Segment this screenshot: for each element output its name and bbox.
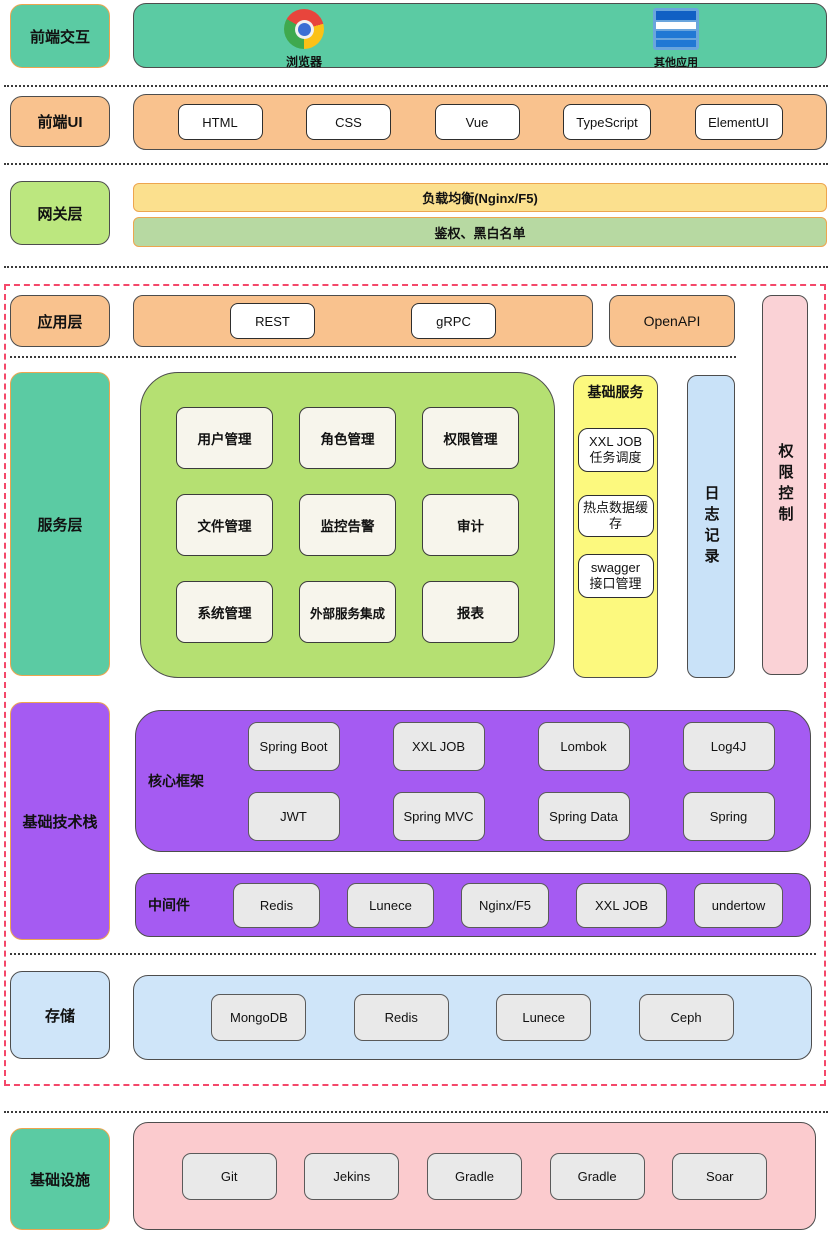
other-app: 其他应用 (644, 8, 708, 70)
layer-label-application: 应用层 (10, 295, 110, 347)
openapi-box: OpenAPI (609, 295, 735, 347)
separator-line (4, 266, 828, 268)
tech-box-typescript: TypeScript (563, 104, 651, 140)
core-box-spring-mvc: Spring MVC (392, 791, 485, 841)
core-box-spring-boot: Spring Boot (247, 721, 340, 771)
log-record-label: 日志记录 (702, 484, 720, 569)
app-window-icon-row (656, 40, 696, 47)
application-panel: REST gRPC (133, 295, 593, 347)
infra-box-git: Git (181, 1152, 277, 1200)
core-box-spring: Spring (682, 791, 775, 841)
storage-box-ceph: Ceph (638, 994, 734, 1041)
layer-label-storage: 存储 (10, 971, 110, 1059)
app-window-icon-row (656, 22, 696, 29)
api-box-rest: REST (230, 303, 315, 339)
core-framework-label: 核心框架 (148, 773, 204, 789)
core-platform-boundary (4, 284, 826, 1086)
core-box-log4j: Log4J (682, 721, 775, 771)
middleware-panel: 中间件 Redis Lunece Nginx/F5 XXL JOB undert… (135, 873, 811, 937)
infrastructure-panel: Git Jekins Gradle Gradle Soar (133, 1122, 816, 1230)
tech-box-vue: Vue (434, 104, 520, 140)
log-record-column: 日志记录 (687, 375, 735, 678)
core-box-lombok: Lombok (537, 721, 630, 771)
separator-line (10, 356, 736, 358)
core-box-xxl-job: XXL JOB (392, 721, 485, 771)
app-window-icon-titlebar (656, 11, 696, 20)
separator-line (10, 953, 816, 955)
storage-panel: MongoDB Redis Lunece Ceph (133, 975, 812, 1060)
separator-line (4, 85, 828, 87)
middleware-box-undertow: undertow (694, 882, 783, 928)
service-box-permission-mgmt: 权限管理 (422, 407, 519, 469)
storage-box-redis: Redis (353, 994, 449, 1041)
separator-line (4, 163, 828, 165)
separator-line (4, 1111, 828, 1113)
frontend-ui-panel: HTML CSS Vue TypeScript ElementUI (133, 94, 827, 150)
middleware-box-nginx-f5: Nginx/F5 (461, 882, 549, 928)
frontend-interaction-panel: 浏览器 其他应用 (133, 3, 827, 70)
layer-label-infrastructure: 基础设施 (10, 1128, 110, 1230)
storage-box-mongodb: MongoDB (211, 994, 307, 1041)
service-box-report: 报表 (422, 581, 519, 643)
permission-control-column: 权限控制 (762, 295, 808, 675)
layer-label-frontend-ui: 前端UI (10, 96, 110, 147)
base-service-swagger: swagger 接口管理 (577, 554, 654, 598)
storage-box-lunece: Lunece (496, 994, 592, 1041)
service-box-file-mgmt: 文件管理 (176, 494, 273, 556)
middleware-box-lunece: Lunece (347, 882, 434, 928)
permission-control-label: 权限控制 (776, 443, 794, 527)
layer-label-frontend-interaction: 前端交互 (10, 4, 110, 68)
chrome-icon (284, 9, 324, 49)
infra-box-gradle-1: Gradle (426, 1152, 522, 1200)
core-box-jwt: JWT (247, 791, 340, 841)
other-app-label: 其他应用 (654, 57, 698, 69)
browser-app: 浏览器 (274, 9, 334, 70)
core-box-spring-data: Spring Data (537, 791, 630, 841)
middleware-box-xxl-job: XXL JOB (576, 882, 667, 928)
service-box-system-mgmt: 系统管理 (176, 581, 273, 643)
layer-label-service: 服务层 (10, 372, 110, 676)
chrome-icon-core (297, 22, 311, 36)
tech-box-html: HTML (177, 104, 263, 140)
api-box-grpc: gRPC (411, 303, 496, 339)
layer-label-gateway: 网关层 (10, 181, 110, 245)
tech-box-css: CSS (306, 104, 391, 140)
service-box-role-mgmt: 角色管理 (299, 407, 396, 469)
infra-box-soar: Soar (672, 1152, 768, 1200)
service-modules-grid: 用户管理 角色管理 权限管理 文件管理 监控告警 审计 系统管理 外部服务集成 … (140, 372, 555, 678)
service-box-monitor-alert: 监控告警 (299, 494, 396, 556)
app-window-icon (653, 8, 699, 50)
middleware-box-redis: Redis (233, 882, 320, 928)
base-services-title: 基础服务 (587, 384, 644, 400)
chrome-icon-hub (294, 19, 314, 39)
service-box-external-integration: 外部服务集成 (299, 581, 396, 643)
service-box-audit: 审计 (422, 494, 519, 556)
service-box-user-mgmt: 用户管理 (176, 407, 273, 469)
base-service-hot-cache: 热点数据缓存 (577, 495, 654, 537)
layer-label-tech-stack: 基础技术栈 (10, 702, 110, 940)
core-framework-grid: Spring Boot XXL JOB Lombok Log4J JWT Spr… (212, 721, 810, 841)
base-service-xxljob-scheduler: XXL JOB 任务调度 (577, 428, 654, 472)
app-window-icon-row (656, 31, 696, 38)
load-balancer-bar: 负载均衡(Nginx/F5) (133, 183, 827, 212)
browser-label: 浏览器 (285, 55, 322, 69)
core-framework-panel: 核心框架 Spring Boot XXL JOB Lombok Log4J JW… (135, 710, 811, 852)
base-services-column: 基础服务 XXL JOB 任务调度 热点数据缓存 swagger 接口管理 (573, 375, 658, 678)
infra-box-gradle-2: Gradle (549, 1152, 645, 1200)
infra-box-jekins: Jekins (304, 1152, 400, 1200)
auth-blacklist-bar: 鉴权、黑白名单 (133, 217, 827, 247)
tech-box-elementui: ElementUI (694, 104, 783, 140)
middleware-label: 中间件 (148, 897, 190, 913)
middleware-row: Redis Lunece Nginx/F5 XXL JOB undertow (206, 882, 810, 928)
